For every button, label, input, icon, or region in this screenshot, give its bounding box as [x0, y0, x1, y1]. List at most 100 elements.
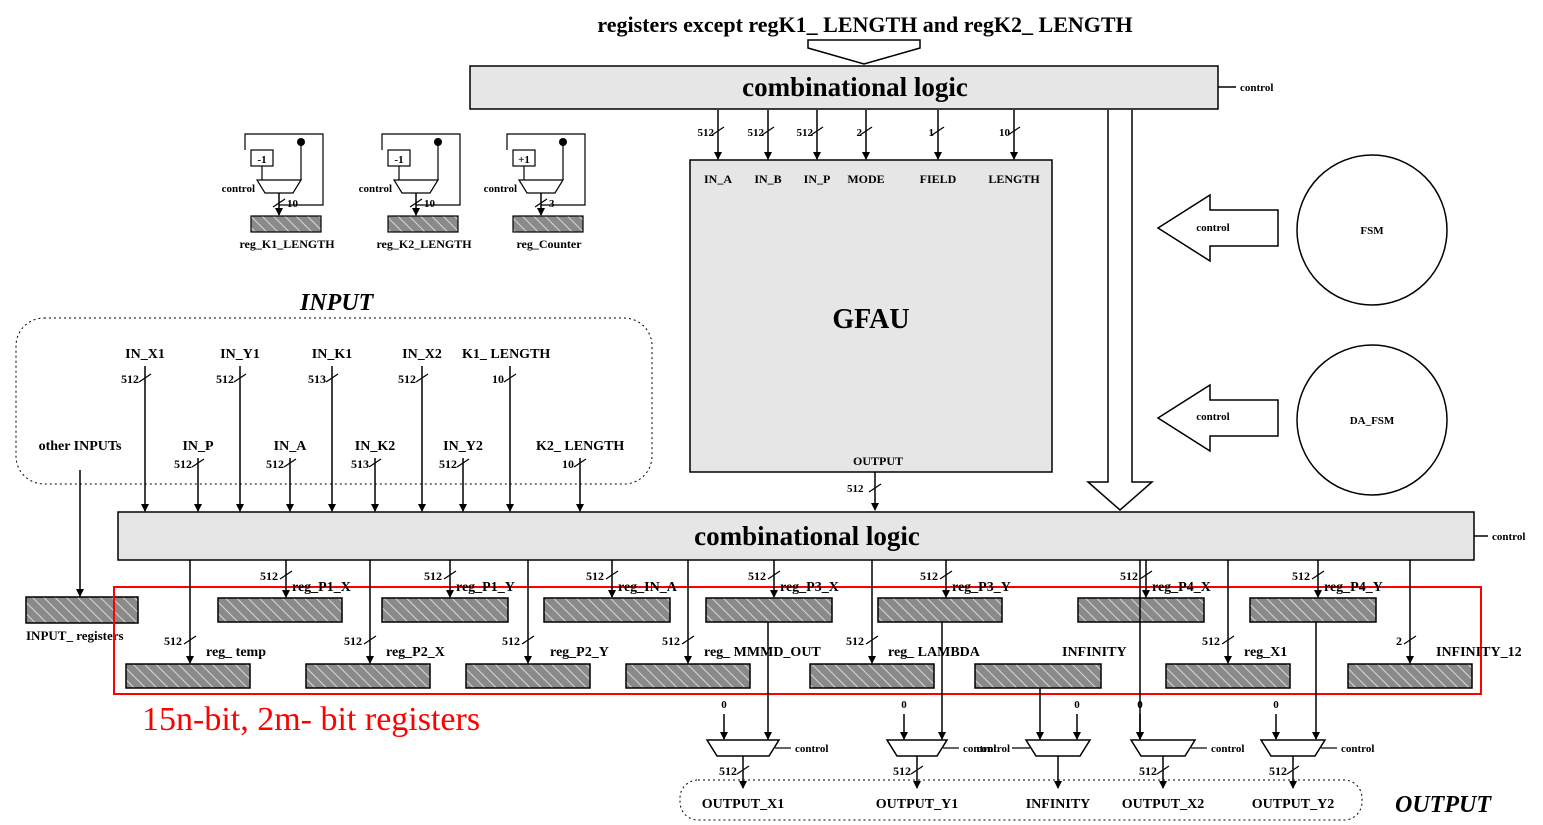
register-reg_ temp: 512 reg_ temp [126, 560, 266, 688]
register-block [218, 598, 342, 622]
gfau-port-label: IN_A [704, 172, 732, 186]
counter-register [513, 216, 583, 232]
register-width: 512 [586, 569, 604, 583]
input-name: K2_ LENGTH [536, 439, 624, 454]
output-title: OUTPUT [1395, 792, 1492, 818]
counter-register [251, 216, 321, 232]
mux-zero-label: 0 [1074, 699, 1080, 711]
counter-width: 3 [549, 198, 555, 210]
register-name: reg_P2_X [386, 645, 445, 660]
register-reg_IN_A: 512 reg_IN_A [544, 560, 678, 622]
register-name: INFINITY_12 [1436, 645, 1522, 660]
input-name: IN_K2 [355, 439, 395, 454]
top-logic-control-label: control [1240, 82, 1273, 94]
input-registers-block [26, 597, 138, 623]
register-name: reg_IN_A [618, 580, 678, 595]
register-name: reg_P4_Y [1324, 580, 1383, 595]
counter-register [388, 216, 458, 232]
top-register-label: registers except regK1_ LENGTH and regK2… [597, 12, 1132, 37]
input-name: IN_Y2 [443, 439, 483, 454]
register-width: 512 [662, 634, 680, 648]
da-fsm-group: DA_FSM control [1158, 345, 1447, 495]
register-width: 512 [1292, 569, 1310, 583]
register-block [1250, 598, 1376, 622]
register-width: 512 [1120, 569, 1138, 583]
register-reg_P1_X: 512 reg_P1_X [218, 560, 351, 622]
counter-feedback [245, 134, 323, 205]
input-name: IN_X2 [402, 347, 442, 362]
output-name: OUTPUT_Y1 [876, 797, 958, 812]
register-width: 512 [164, 634, 182, 648]
output-mux [1131, 740, 1195, 756]
register-width: 2 [1396, 634, 1402, 648]
register-block [706, 598, 832, 622]
input-registers-label: INPUT_ registers [26, 628, 124, 643]
input-other INPUTs: other INPUTs [39, 439, 122, 454]
counter-width: 10 [424, 198, 436, 210]
register-name: reg_P2_Y [550, 645, 609, 660]
feedback-hollow-arrow [1088, 110, 1152, 510]
gfau-port-label: FIELD [920, 172, 957, 186]
fsm-group: FSM control [1158, 155, 1447, 305]
counter-op-label: +1 [518, 154, 530, 166]
register-name: reg_P1_Y [456, 580, 515, 595]
register-reg_P4_X: 512reg_P4_X [1078, 560, 1211, 622]
counter-op-label: -1 [394, 154, 403, 166]
mux-control-label: control [795, 743, 828, 755]
register-name: INFINITY [1062, 645, 1127, 660]
input-width: 512 [439, 457, 457, 471]
register-name: reg_ temp [206, 645, 266, 660]
gfau-output-label: OUTPUT [853, 454, 903, 468]
da-fsm-control-label: control [1196, 411, 1229, 423]
register-INFINITY: INFINITY [975, 645, 1127, 688]
input-name: K1_ LENGTH [462, 347, 550, 362]
input-K2_ LENGTH: K2_ LENGTH 10 [536, 439, 624, 511]
counter-width: 10 [287, 198, 299, 210]
gfau-port-label: IN_B [754, 172, 781, 186]
counter-control-label: control [222, 183, 255, 195]
bottom-logic-control-label: control [1492, 531, 1525, 543]
register-block [1348, 664, 1472, 688]
register-width: 512 [920, 569, 938, 583]
input-name: IN_X1 [125, 347, 165, 362]
gfau-port-width: 2 [857, 127, 863, 139]
output-width: 512 [1139, 764, 1157, 778]
register-width: 512 [260, 569, 278, 583]
output-mux [1261, 740, 1325, 756]
counter-mux [257, 180, 301, 193]
input-width: 10 [562, 457, 574, 471]
gfau-port-width: 512 [797, 127, 814, 139]
register-reg_P4_Y: 512 reg_P4_Y [1250, 560, 1383, 622]
mux-control-label: control [1211, 743, 1244, 755]
register-width: 512 [748, 569, 766, 583]
output-mux [887, 740, 947, 756]
input-signals: IN_X1512IN_Y1512IN_K1513IN_X2512K1_ LENG… [39, 347, 625, 511]
register-block [1166, 664, 1290, 688]
input-name: IN_P [182, 439, 214, 454]
input-width: 513 [308, 372, 326, 386]
input-title: INPUT [299, 290, 375, 316]
registers-note: 15n-bit, 2m- bit registers [142, 701, 480, 738]
register-block [126, 664, 250, 688]
input-name: IN_Y1 [220, 347, 260, 362]
fsm-control-label: control [1196, 222, 1229, 234]
input-IN_Y2: IN_Y2 512 [439, 439, 483, 511]
register-name: reg_P1_X [292, 580, 351, 595]
counter-mux [394, 180, 438, 193]
gfau-port-label: MODE [847, 172, 884, 186]
register-bank: 512reg_P1_X512reg_P1_Y512reg_IN_A512reg_… [126, 560, 1522, 688]
mux-zero-label: 0 [901, 699, 907, 711]
input-name: other INPUTs [39, 439, 122, 454]
register-width: 512 [846, 634, 864, 648]
top-combinational-logic: combinational logic control [470, 66, 1273, 109]
input-region [16, 318, 652, 484]
input-width: 513 [351, 457, 369, 471]
input-name: IN_K1 [312, 347, 352, 362]
output-name: OUTPUT_X1 [702, 797, 784, 812]
input-IN_K2: IN_K2 513 [351, 439, 395, 511]
output-mux [707, 740, 779, 756]
